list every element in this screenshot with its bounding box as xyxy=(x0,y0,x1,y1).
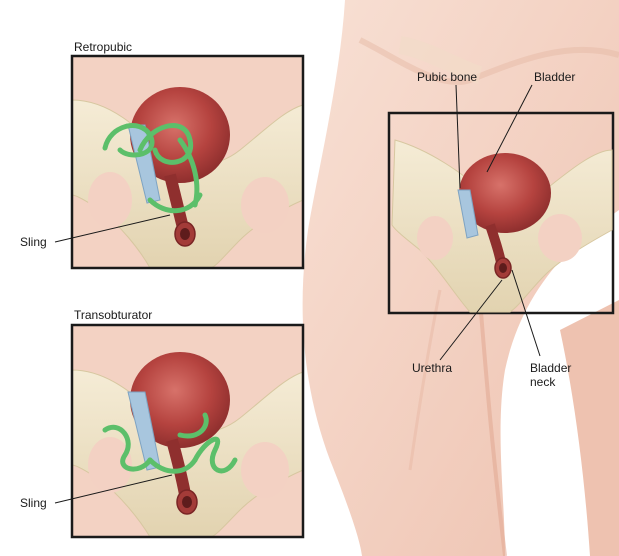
sling-label-transobturator: Sling xyxy=(20,496,47,510)
retropubic-panel xyxy=(72,56,303,268)
transobturator-panel xyxy=(72,325,303,537)
transobturator-title: Transobturator xyxy=(74,308,152,322)
bladder-neck-label-line2: neck xyxy=(530,375,555,389)
bladder-neck-label: Bladder neck xyxy=(530,361,571,389)
pubic-bone-label: Pubic bone xyxy=(417,70,477,84)
retropubic-title: Retropubic xyxy=(74,40,132,54)
bladder-label: Bladder xyxy=(534,70,575,84)
bladder-neck-label-line1: Bladder xyxy=(530,361,571,375)
urethra-label: Urethra xyxy=(412,361,452,375)
sling-label-retropubic: Sling xyxy=(20,235,47,249)
